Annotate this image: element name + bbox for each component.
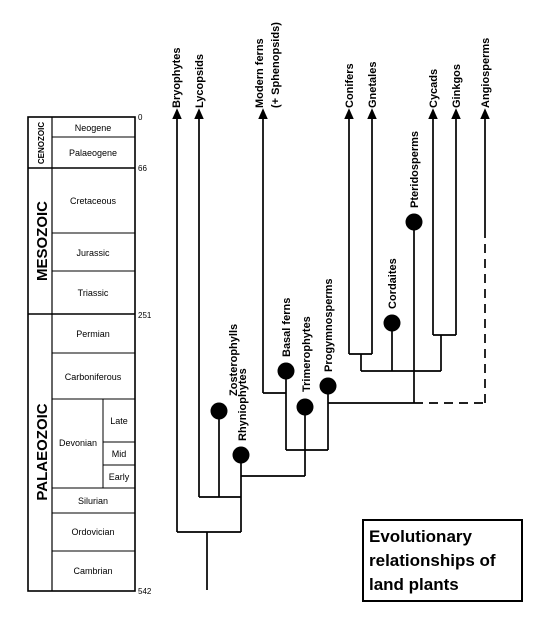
age-label-542: 542	[138, 587, 152, 596]
label-rhyniophytes: Rhyniophytes	[237, 368, 249, 441]
devonian-late-label: Late	[110, 416, 128, 426]
label-lycopsids: Lycopsids	[194, 54, 206, 108]
geologic-timescale: CENOZOIC MESOZOIC PALAEOZOIC Neogene Pal…	[27, 113, 152, 596]
title-line-3: land plants	[369, 575, 459, 594]
period-label-devonian: Devonian	[59, 438, 97, 448]
label-progymnosperms: Progymnosperms	[323, 278, 335, 372]
extinction-dot-basal-ferns	[277, 362, 295, 380]
period-label-triassic: Triassic	[78, 288, 109, 298]
living-group-labels: Bryophytes Lycopsids Modern ferns (+ Sph…	[171, 22, 492, 108]
label-modern-ferns-sphenopsids: (+ Sphenopsids)	[270, 22, 282, 108]
devonian-early-label: Early	[109, 472, 130, 482]
label-cordaites: Cordaites	[387, 258, 399, 309]
period-label-silurian: Silurian	[78, 496, 108, 506]
extinction-dot-cordaites	[383, 314, 401, 332]
age-label-0: 0	[138, 113, 143, 122]
extinction-dot-zosterophylls	[210, 402, 228, 420]
period-label-permian: Permian	[76, 329, 110, 339]
extinction-dot-rhyniophytes	[232, 446, 250, 464]
timescale-frame	[27, 116, 136, 592]
devonian-mid-label: Mid	[112, 449, 127, 459]
title-box: Evolutionary relationships of land plant…	[362, 519, 523, 602]
extinction-markers	[210, 213, 423, 464]
era-label-mesozoic: MESOZOIC	[34, 201, 51, 281]
label-pteridosperms: Pteridosperms	[409, 131, 421, 208]
title-line-2: relationships of	[369, 551, 496, 570]
period-label-carboniferous: Carboniferous	[65, 372, 122, 382]
period-label-cambrian: Cambrian	[73, 566, 112, 576]
extinction-dot-progymnosperms	[319, 377, 337, 395]
label-trimerophytes: Trimerophytes	[301, 316, 313, 392]
label-conifers: Conifers	[344, 63, 356, 108]
era-label-palaeozoic: PALAEOZOIC	[34, 403, 51, 500]
label-basal-ferns: Basal ferns	[281, 298, 293, 357]
extinction-dot-pteridosperms	[405, 213, 423, 231]
period-label-cretaceous: Cretaceous	[70, 196, 117, 206]
title-box-frame	[362, 519, 523, 602]
period-label-jurassic: Jurassic	[76, 248, 110, 258]
label-modern-ferns: Modern ferns	[254, 38, 266, 108]
period-label-neogene: Neogene	[75, 123, 112, 133]
label-ginkgos: Ginkgos	[451, 64, 463, 108]
label-cycads: Cycads	[428, 69, 440, 108]
extinct-group-labels: Zosterophylls Rhyniophytes Basal ferns T…	[228, 131, 421, 441]
label-gnetales: Gnetales	[367, 62, 379, 108]
label-bryophytes: Bryophytes	[171, 47, 183, 108]
age-label-251: 251	[138, 311, 152, 320]
period-label-ordovician: Ordovician	[71, 527, 114, 537]
age-label-66: 66	[138, 164, 147, 173]
period-label-palaeogene: Palaeogene	[69, 148, 117, 158]
title-line-1: Evolutionary	[369, 527, 473, 546]
label-angiosperms: Angiosperms	[480, 38, 492, 108]
label-zosterophylls: Zosterophylls	[228, 324, 240, 396]
era-label-cenozoic: CENOZOIC	[37, 122, 46, 164]
extinction-dot-trimerophytes	[296, 398, 314, 416]
